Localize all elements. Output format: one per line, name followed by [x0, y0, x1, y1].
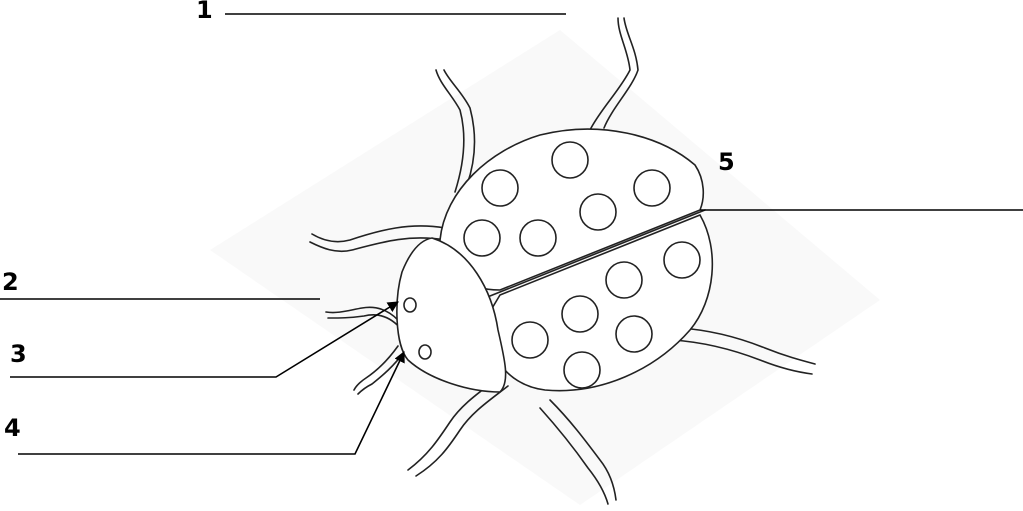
label-4: 4 — [4, 414, 21, 442]
label-1: 1 — [196, 0, 213, 24]
label-2: 2 — [2, 268, 19, 296]
label-3: 3 — [10, 340, 27, 368]
label-5: 5 — [718, 148, 735, 176]
leader-4 — [18, 352, 404, 454]
